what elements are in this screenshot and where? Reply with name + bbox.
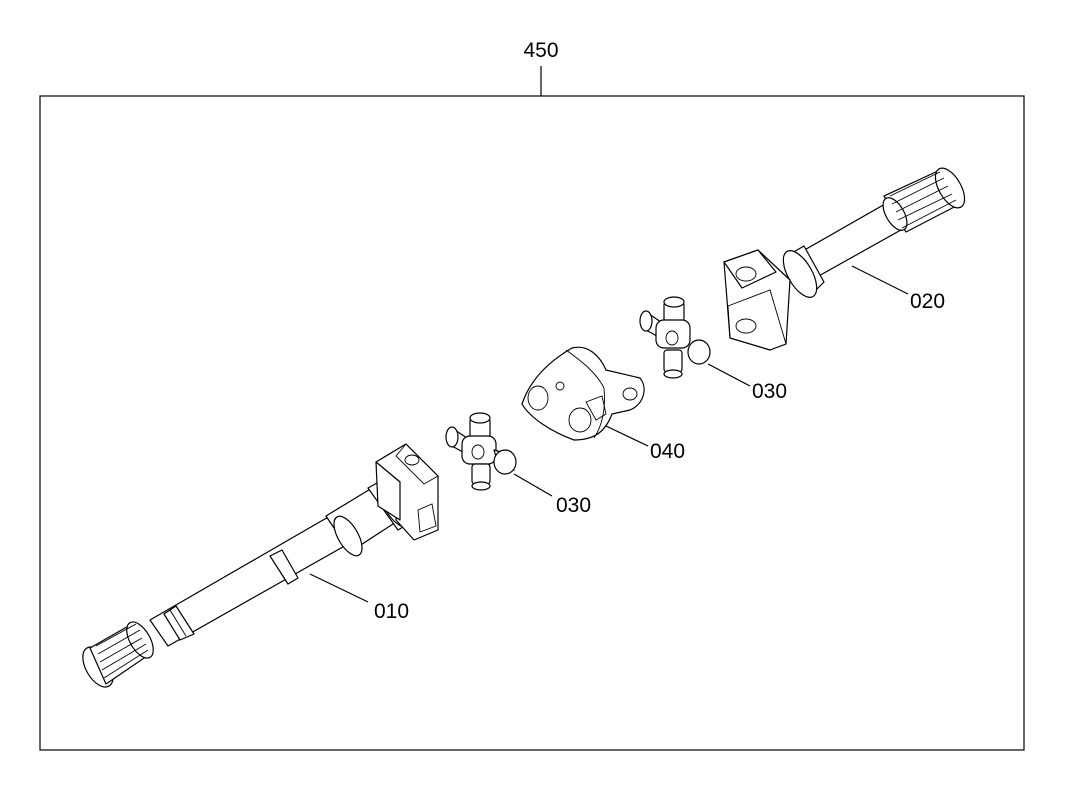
leader-line-040 [605,425,649,447]
part-lower-shaft [82,443,439,688]
callout-030-upper: 030 [752,380,787,403]
part-cross-spider-upper [639,296,711,379]
callout-030-lower: 030 [556,494,591,517]
callout-010: 010 [374,600,409,623]
assembly-callout-450: 450 [523,39,558,62]
leader-line-030-lower [513,473,553,497]
part-upper-shaft [723,167,966,351]
part-center-yoke [521,346,645,441]
callout-040: 040 [650,440,685,463]
part-cross-spider-lower [445,412,517,491]
callout-020: 020 [910,290,945,313]
assembly-frame [39,95,1025,751]
leader-line-030-upper [707,363,751,387]
leader-line-020 [851,265,909,295]
leader-line-010 [309,573,369,603]
